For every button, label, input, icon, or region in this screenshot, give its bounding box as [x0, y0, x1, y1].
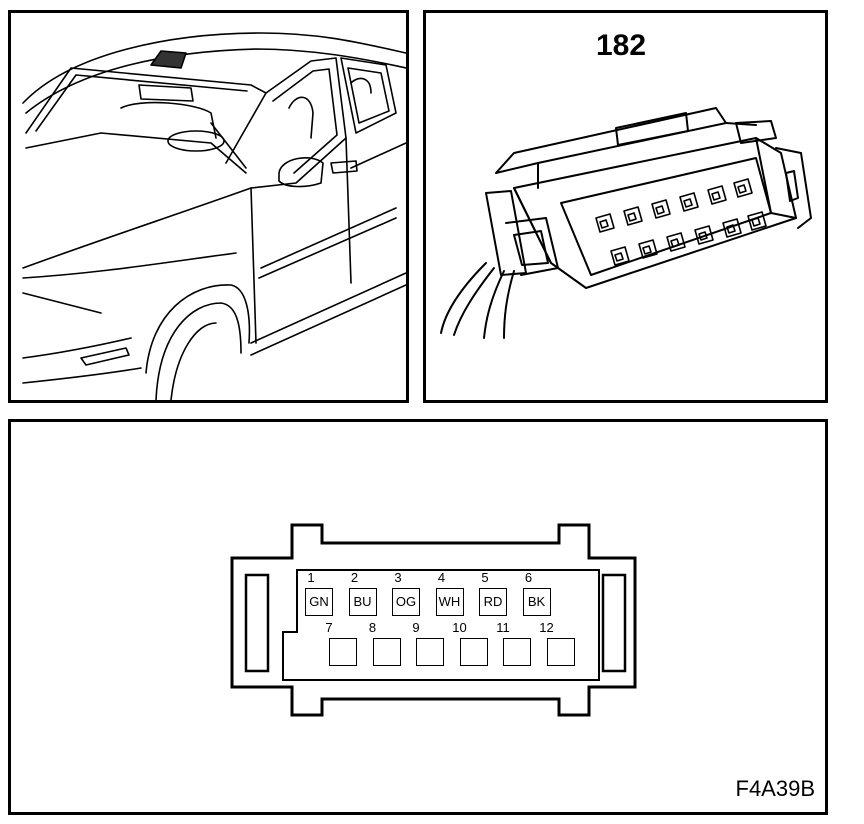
pin-number-8: 8	[368, 620, 377, 635]
pin-number-9: 9	[412, 620, 420, 635]
pin-number-5: 5	[481, 570, 489, 585]
pin-number-6: 6	[524, 570, 533, 585]
pin-cavity-11	[503, 638, 531, 666]
car-location-panel	[8, 10, 409, 403]
pin-cavity-9	[416, 638, 444, 666]
pin-number-11: 11	[496, 620, 510, 635]
pin-cavity-6: BK	[522, 588, 551, 616]
pin-cavity-10	[459, 638, 488, 666]
connector-3d-illustration	[440, 107, 812, 339]
pin-cavity-12	[546, 638, 575, 666]
pin-cavity-3: OG	[392, 588, 420, 616]
pin-number-10: 10	[452, 620, 467, 635]
pin-number-1: 1	[307, 570, 315, 585]
pin-cavity-7	[329, 638, 357, 666]
pin-number-3: 3	[394, 570, 402, 585]
pin-number-4: 4	[437, 570, 446, 585]
figure-code: F4A39B	[735, 776, 816, 801]
pin-cavity-4: WH	[435, 588, 464, 616]
pin-cavity-5: RD	[479, 588, 507, 616]
pin-cavity-2: BU	[348, 588, 377, 616]
connector-view-panel: 182	[423, 10, 828, 403]
pin-cavity-1: GN	[305, 588, 333, 616]
pin-number-7: 7	[325, 620, 333, 635]
connector-number: 182	[595, 29, 647, 62]
pin-cavity-8	[372, 638, 401, 666]
pin-number-12: 12	[539, 620, 554, 635]
pin-number-2: 2	[350, 570, 359, 585]
connector-face-outline	[230, 523, 637, 717]
car-illustration	[22, 32, 406, 400]
